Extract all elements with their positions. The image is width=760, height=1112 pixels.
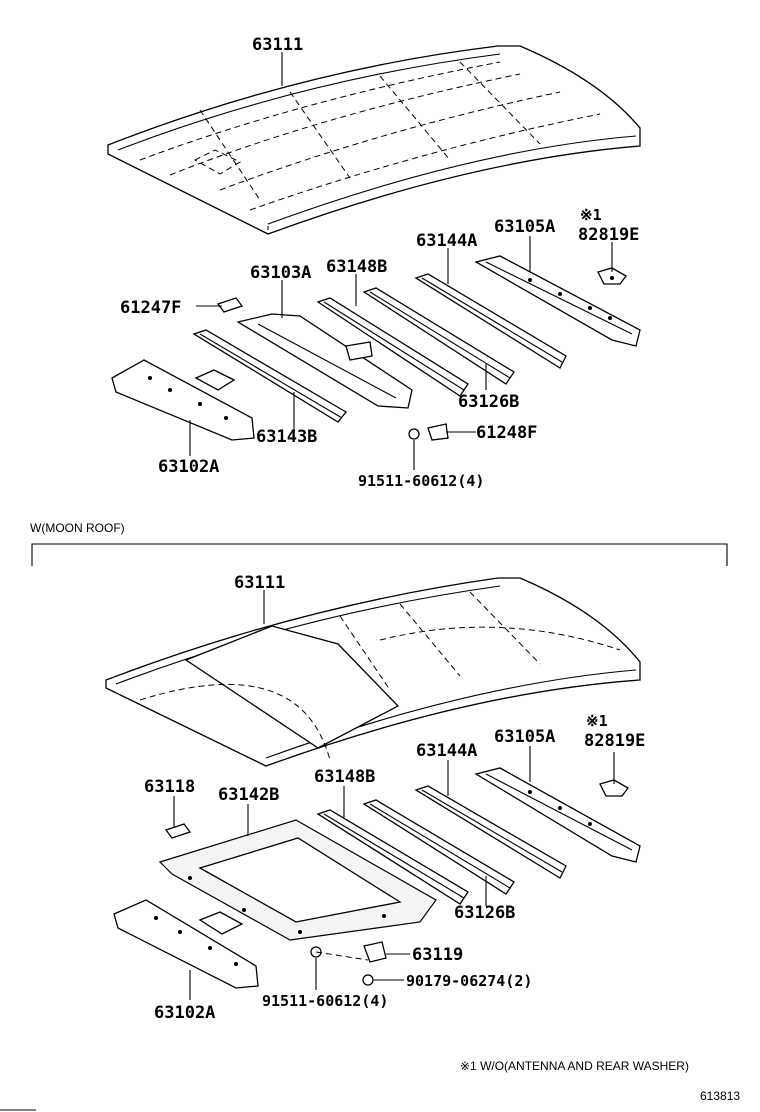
leader-lines-moonroof	[173, 590, 615, 1000]
top-section: 63111 63103A 63148B 63144A 63105A ※1 828…	[107, 35, 641, 490]
part-63148B-moonroof[interactable]	[316, 809, 469, 905]
label-63103A: 63103A	[250, 263, 311, 283]
label-63111-moonroof: 63111	[234, 573, 285, 593]
label-63148B-moonroof: 63148B	[314, 767, 375, 787]
part-63142B[interactable]	[158, 819, 437, 941]
part-63144A-moonroof[interactable]	[414, 785, 567, 879]
label-63102A: 63102A	[158, 457, 219, 477]
figure-id: 613813	[700, 1089, 740, 1103]
label-63105A-moonroof: 63105A	[494, 727, 555, 747]
label-63144A-moonroof: 63144A	[416, 741, 477, 761]
footnote: ※1 W/O(ANTENNA AND REAR WASHER)	[460, 1059, 689, 1073]
part-63143B[interactable]	[192, 329, 347, 423]
label-91511-moonroof: 91511-60612(4)	[262, 992, 388, 1010]
labels-top: 63111 63103A 63148B 63144A 63105A ※1 828…	[120, 35, 639, 490]
nut-90179[interactable]	[362, 974, 374, 986]
label-63102A-moonroof: 63102A	[154, 1003, 215, 1023]
part-61247F[interactable]	[216, 297, 244, 313]
roof-panel-63111[interactable]	[107, 45, 641, 235]
label-63143B: 63143B	[256, 427, 317, 447]
label-note-mark-1: ※1	[580, 206, 602, 224]
label-63126B-moonroof: 63126B	[454, 903, 515, 923]
label-63142B: 63142B	[218, 785, 279, 805]
part-82819E[interactable]	[597, 267, 627, 285]
labels-moonroof: 63111 63144A 63105A ※1 82819E 63118 6314…	[144, 573, 645, 1023]
label-note-mark-2: ※1	[586, 712, 608, 730]
label-82819E-moonroof: 82819E	[584, 731, 645, 751]
part-63126B[interactable]	[362, 287, 515, 385]
section-bracket	[31, 543, 728, 566]
label-61247F: 61247F	[120, 298, 181, 318]
part-63102A-moonroof[interactable]	[113, 899, 259, 989]
part-63148B[interactable]	[316, 297, 469, 397]
part-63126B-moonroof[interactable]	[362, 799, 515, 895]
part-82819E-moonroof[interactable]	[599, 779, 629, 797]
bolt-91511[interactable]	[408, 428, 420, 440]
label-63144A: 63144A	[416, 231, 477, 251]
label-91511: 91511-60612(4)	[358, 472, 484, 490]
part-63102A[interactable]	[111, 359, 255, 441]
label-82819E: 82819E	[578, 225, 639, 245]
part-63105A-moonroof[interactable]	[474, 767, 641, 863]
part-63105A[interactable]	[474, 255, 641, 347]
label-63126B: 63126B	[458, 392, 519, 412]
part-63119[interactable]	[363, 941, 387, 963]
part-61248F[interactable]	[427, 423, 449, 441]
label-63105A: 63105A	[494, 217, 555, 237]
part-63118[interactable]	[164, 823, 192, 839]
label-63148B: 63148B	[326, 257, 387, 277]
section-title-moonroof: W(MOON ROOF)	[30, 521, 125, 535]
part-63144A[interactable]	[414, 273, 567, 369]
bolt-axis	[315, 951, 369, 961]
label-61248F: 61248F	[476, 423, 537, 443]
label-63119: 63119	[412, 945, 463, 965]
part-63103A[interactable]	[236, 313, 413, 409]
moonroof-section: W(MOON ROOF)	[30, 521, 728, 1023]
leader-lines-top	[189, 52, 613, 470]
label-63111: 63111	[252, 35, 303, 55]
roof-panel-63111-moonroof[interactable]	[105, 577, 641, 767]
label-63118: 63118	[144, 777, 195, 797]
label-90179: 90179-06274(2)	[406, 972, 532, 990]
